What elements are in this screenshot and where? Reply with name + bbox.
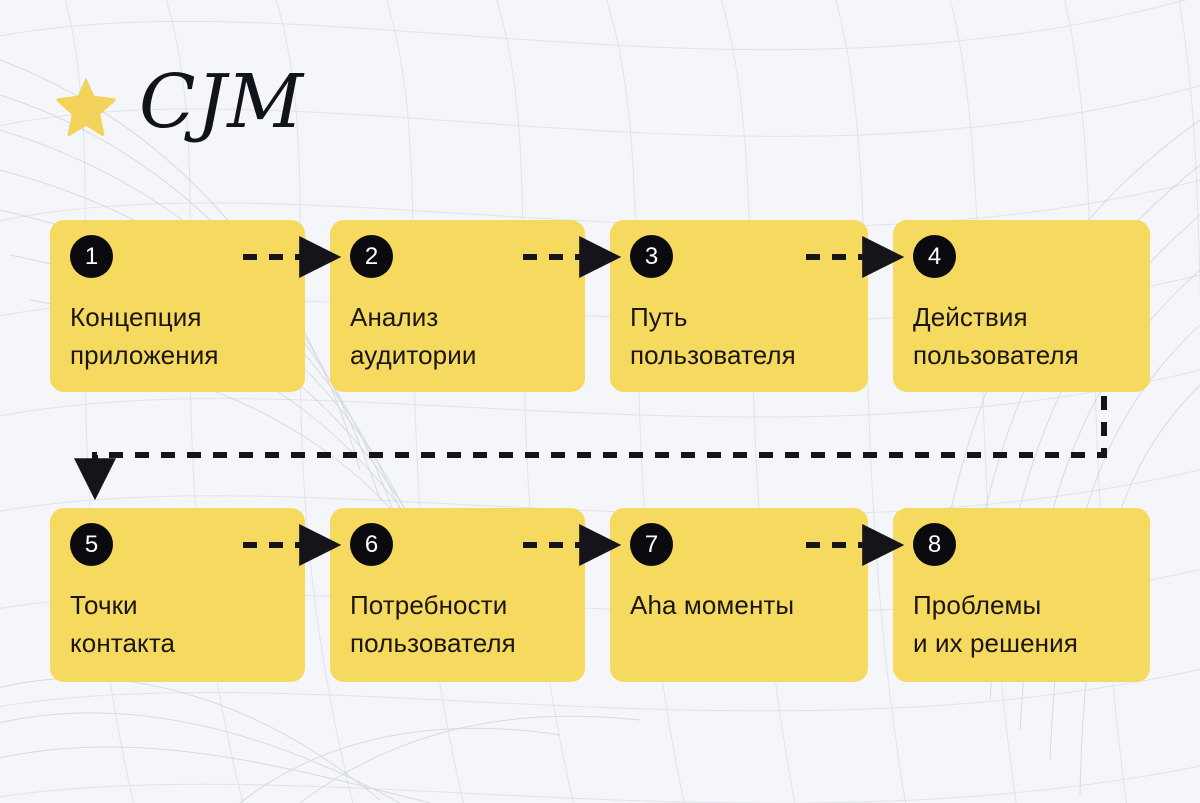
step-label-5: Точки контакта [70, 590, 176, 658]
step-number-badge-7: 7 [630, 523, 673, 566]
step-label-4: Действия пользователя [913, 302, 1079, 370]
step-label-3: Путь пользователя [630, 302, 796, 370]
step-card-2[interactable]: 2 Анализ аудитории [330, 220, 585, 392]
step-number-badge-4: 4 [913, 235, 956, 278]
step-card-7[interactable]: 7 Aha моменты [610, 508, 868, 682]
step-number-badge-2: 2 [350, 235, 393, 278]
step-label-6: Потребности пользователя [350, 590, 516, 658]
step-number-badge-5: 5 [70, 523, 113, 566]
step-card-4[interactable]: 4 Действия пользователя [893, 220, 1150, 392]
step-label-1: Концепция приложения [70, 302, 219, 370]
step-card-3[interactable]: 3 Путь пользователя [610, 220, 868, 392]
step-number-badge-8: 8 [913, 523, 956, 566]
step-card-1[interactable]: 1 Концепция приложения [50, 220, 305, 392]
step-card-6[interactable]: 6 Потребности пользователя [330, 508, 585, 682]
step-label-8: Проблемы и их решения [913, 590, 1078, 658]
page-header: CJM [55, 59, 305, 146]
step-number-badge-6: 6 [350, 523, 393, 566]
step-number-badge-1: 1 [70, 235, 113, 278]
connector-4-to-5 [74, 396, 1107, 501]
step-label-7: Aha моменты [630, 590, 795, 620]
step-label-2: Анализ аудитории [350, 302, 477, 370]
page-title: CJM [139, 59, 305, 145]
step-card-5[interactable]: 5 Точки контакта [50, 508, 305, 682]
step-card-8[interactable]: 8 Проблемы и их решения [893, 508, 1150, 682]
step-number-badge-3: 3 [630, 235, 673, 278]
star-icon [56, 77, 116, 137]
